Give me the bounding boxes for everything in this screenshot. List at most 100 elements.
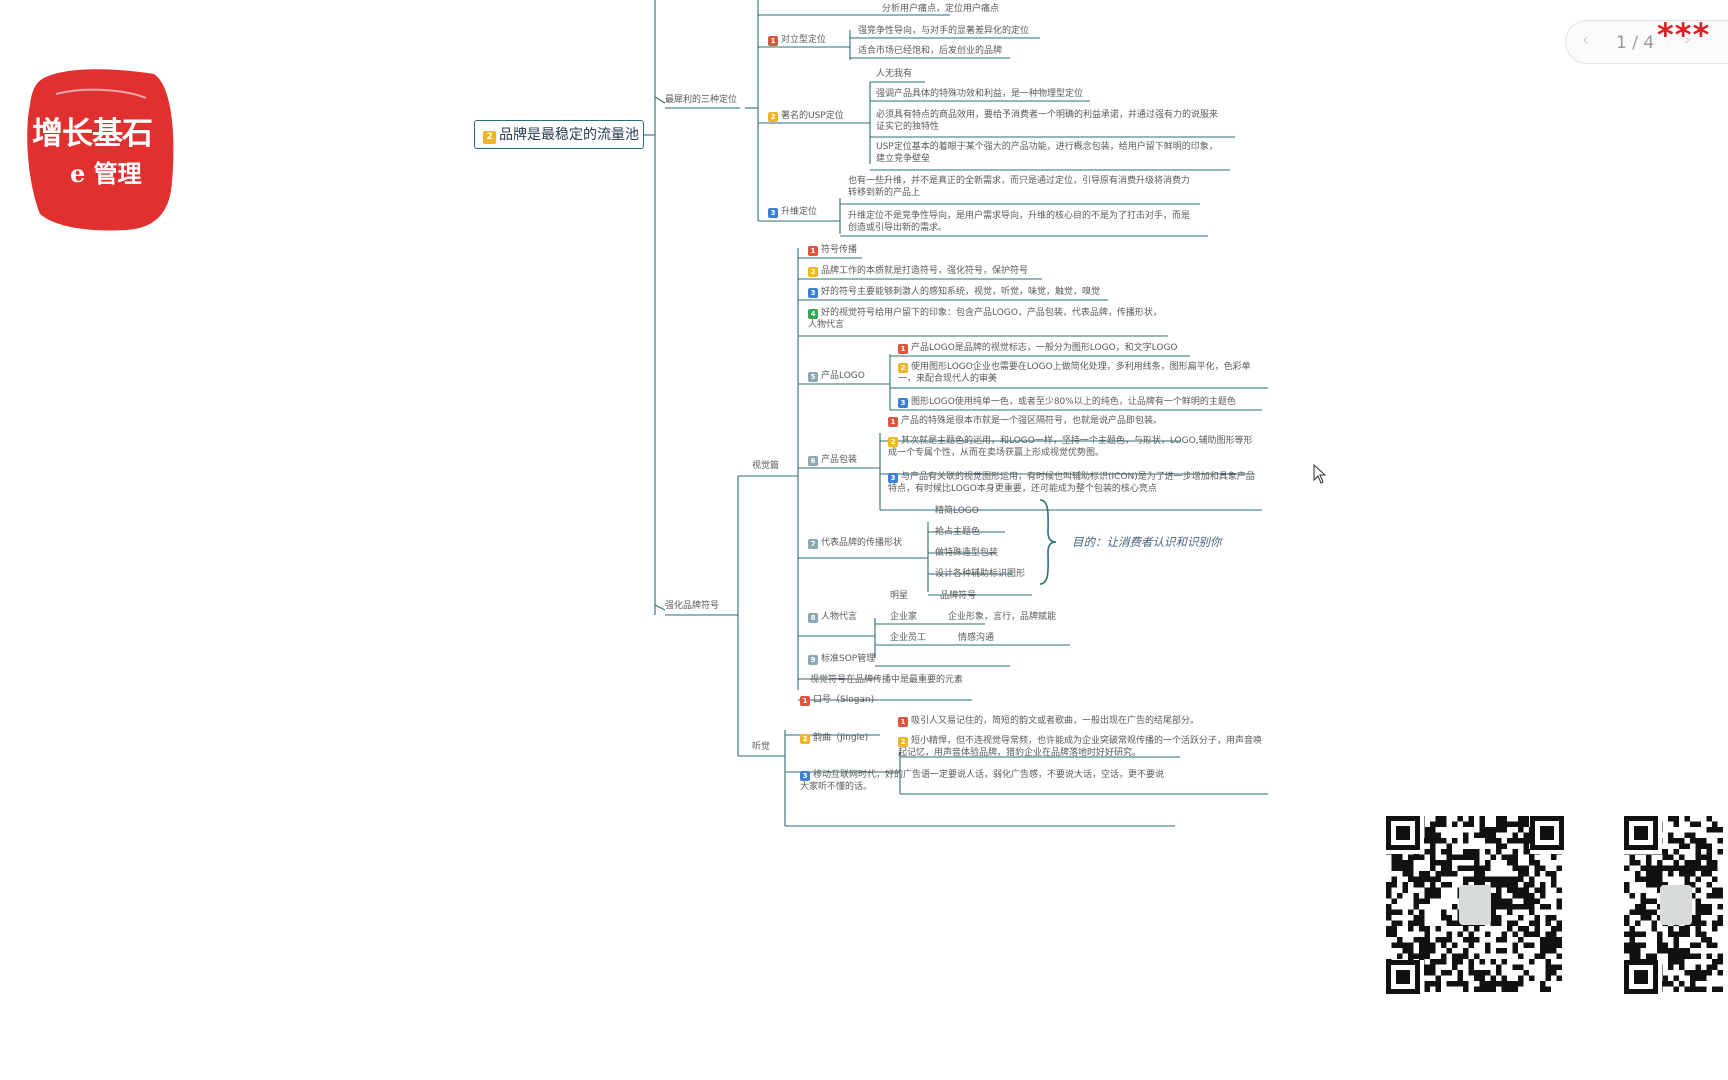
priority-badge: 2 xyxy=(800,734,810,744)
node-label: 移动互联网时代，好的广告语一定要说人话，弱化广告感，不要说大话，空话，更不要说大… xyxy=(800,770,1165,792)
brace-icon xyxy=(1039,499,1057,585)
chevron-left-icon[interactable]: ‹ xyxy=(1582,30,1589,50)
node-label: 产品LOGO是品牌的视觉标志，一般分为图形LOGO，和文字LOGO xyxy=(911,343,1178,353)
node-label: 短小精悍，但不连视觉导常频，也许能成为企业突破常规传播的一个活跃分子，用声音唤起… xyxy=(898,736,1263,758)
node-leaf[interactable]: 也有一些升维，并不是真正的全新需求，而只是通过定位，引导原有消费升级将消费力转移… xyxy=(848,176,1191,198)
priority-badge: 2 xyxy=(768,112,778,122)
priority-badge: 2 xyxy=(888,437,898,447)
priority-badge: 1 xyxy=(768,36,778,46)
priority-badge: 3 xyxy=(888,473,898,483)
priority-badge: 8 xyxy=(808,613,818,623)
node-leaf[interactable]: 分析用户痛点，定位用户痛点 xyxy=(882,4,1000,14)
priority-badge: 3 xyxy=(800,771,810,781)
node-leaf[interactable]: 企业家 xyxy=(890,612,918,622)
goal-annotation: 目的：让消费者认识和识别你 xyxy=(1072,535,1222,549)
node-label: 升维定位 xyxy=(781,207,818,217)
node-leaf[interactable]: 品牌符号 xyxy=(940,591,977,601)
qr-code-icon[interactable] xyxy=(1386,816,1564,994)
node-leaf[interactable]: 精简LOGO xyxy=(935,506,979,516)
node-leaf[interactable]: 明星 xyxy=(890,591,909,601)
node-label: 对立型定位 xyxy=(781,35,827,45)
priority-badge: 4 xyxy=(808,309,818,319)
priority-badge: 6 xyxy=(808,456,818,466)
node-leaf[interactable]: 适合市场已经饱和，后发创业的品牌 xyxy=(858,46,1003,56)
priority-badge: 7 xyxy=(808,539,818,549)
node-leaf[interactable]: 企业员工 xyxy=(890,633,927,643)
node-leaf[interactable]: 人无我有 xyxy=(876,69,913,79)
priority-badge: 1 xyxy=(888,417,898,427)
node-label: 好的视觉符号给用户留下的印象：包含产品LOGO，产品包装，代表品牌，传播形状，人… xyxy=(808,308,1162,330)
node-label: 人物代言 xyxy=(821,612,858,622)
chevron-right-icon[interactable]: › xyxy=(1684,30,1691,50)
node-leaf[interactable]: 必须具有特点的商品效用，要给予消费者一个明确的利益承诺，并通过强有力的说服来证实… xyxy=(876,110,1219,132)
node-leaf[interactable]: 做特殊造型包装 xyxy=(935,548,999,558)
node-label: 与产品有关联的视觉图形运用，有时候也叫辅助标识(ICON)是为了进一步增加和具象… xyxy=(888,472,1255,494)
main-topic-label: 品牌是最稳定的流量池 xyxy=(499,127,639,143)
priority-badge: 3 xyxy=(808,288,818,298)
priority-badge: 1 xyxy=(800,696,810,706)
branch-visual[interactable]: 视觉篇 xyxy=(752,461,780,471)
priority-badge: 2 xyxy=(808,267,818,277)
branch-symbol[interactable]: 强化品牌符号 xyxy=(665,601,720,611)
node-label: 著名的USP定位 xyxy=(781,111,844,121)
priority-badge: 3 xyxy=(898,398,908,408)
cursor-icon xyxy=(1313,464,1327,484)
node-label: 品牌工作的本质就是打造符号，强化符号，保护符号 xyxy=(821,266,1029,276)
node-leaf[interactable]: 企业形象，言行，品牌赋能 xyxy=(948,612,1057,622)
branch-positioning[interactable]: 最犀利的三种定位 xyxy=(665,95,738,105)
logo-text-main: 增长基石 xyxy=(32,116,153,152)
node-leaf[interactable]: USP定位基本的着眼于某个强大的产品功能，进行概念包装，给用户留下鲜明的印象，建… xyxy=(876,142,1218,164)
node-leaf[interactable]: 强竞争性导向，与对手的显著差异化的定位 xyxy=(858,26,1030,36)
node-label: 其次就是主题色的运用，和LOGO一样，坚持一个主题色，与形状，LOGO,辅助图形… xyxy=(888,436,1253,458)
priority-badge: 5 xyxy=(808,372,818,382)
page-indicator: 1 / 4 xyxy=(1616,33,1655,53)
node-leaf[interactable]: 抢占主题色 xyxy=(935,527,981,537)
node-label: 标准SOP管理 xyxy=(821,654,876,664)
priority-badge: 2 xyxy=(898,363,908,373)
node-label: 好的符号主要能够刺激人的感知系统，视觉，听觉，味觉，触觉，嗅觉 xyxy=(821,287,1101,297)
priority-badge: 1 xyxy=(898,344,908,354)
masked-page-total: *** xyxy=(1657,16,1711,54)
slide-pager: ‹ 1 / 4 › xyxy=(1565,20,1728,64)
priority-badge: 2 xyxy=(483,131,496,144)
node-leaf[interactable]: 强调产品具体的特殊功效和利益，是一种物理型定位 xyxy=(876,89,1084,99)
node-label: 产品包装 xyxy=(821,455,858,465)
node-leaf[interactable]: 升维定位不是竞争性导向，是用户需求导向，升维的核心目的不是为了打击对手，而是创造… xyxy=(848,211,1191,233)
brand-logo-stamp xyxy=(27,69,174,231)
node-label: 口号（Slogan) xyxy=(813,695,875,705)
node-leaf[interactable]: 情感沟通 xyxy=(958,633,995,643)
node-visual-footer[interactable]: 视觉符号在品牌传播中是最重要的元素 xyxy=(810,675,964,685)
priority-badge: 2 xyxy=(898,737,908,747)
node-label: 韵曲（Jingle) xyxy=(813,733,869,743)
node-leaf[interactable]: 设计各种辅助标识图形 xyxy=(935,569,1026,579)
node-label: 图形LOGO使用纯单一色，或者至少80%以上的纯色，让品牌有一个鲜明的主题色 xyxy=(911,397,1236,407)
priority-badge: 1 xyxy=(898,717,908,727)
qr-code-icon[interactable] xyxy=(1624,816,1728,994)
branch-audio[interactable]: 听觉 xyxy=(752,742,771,752)
